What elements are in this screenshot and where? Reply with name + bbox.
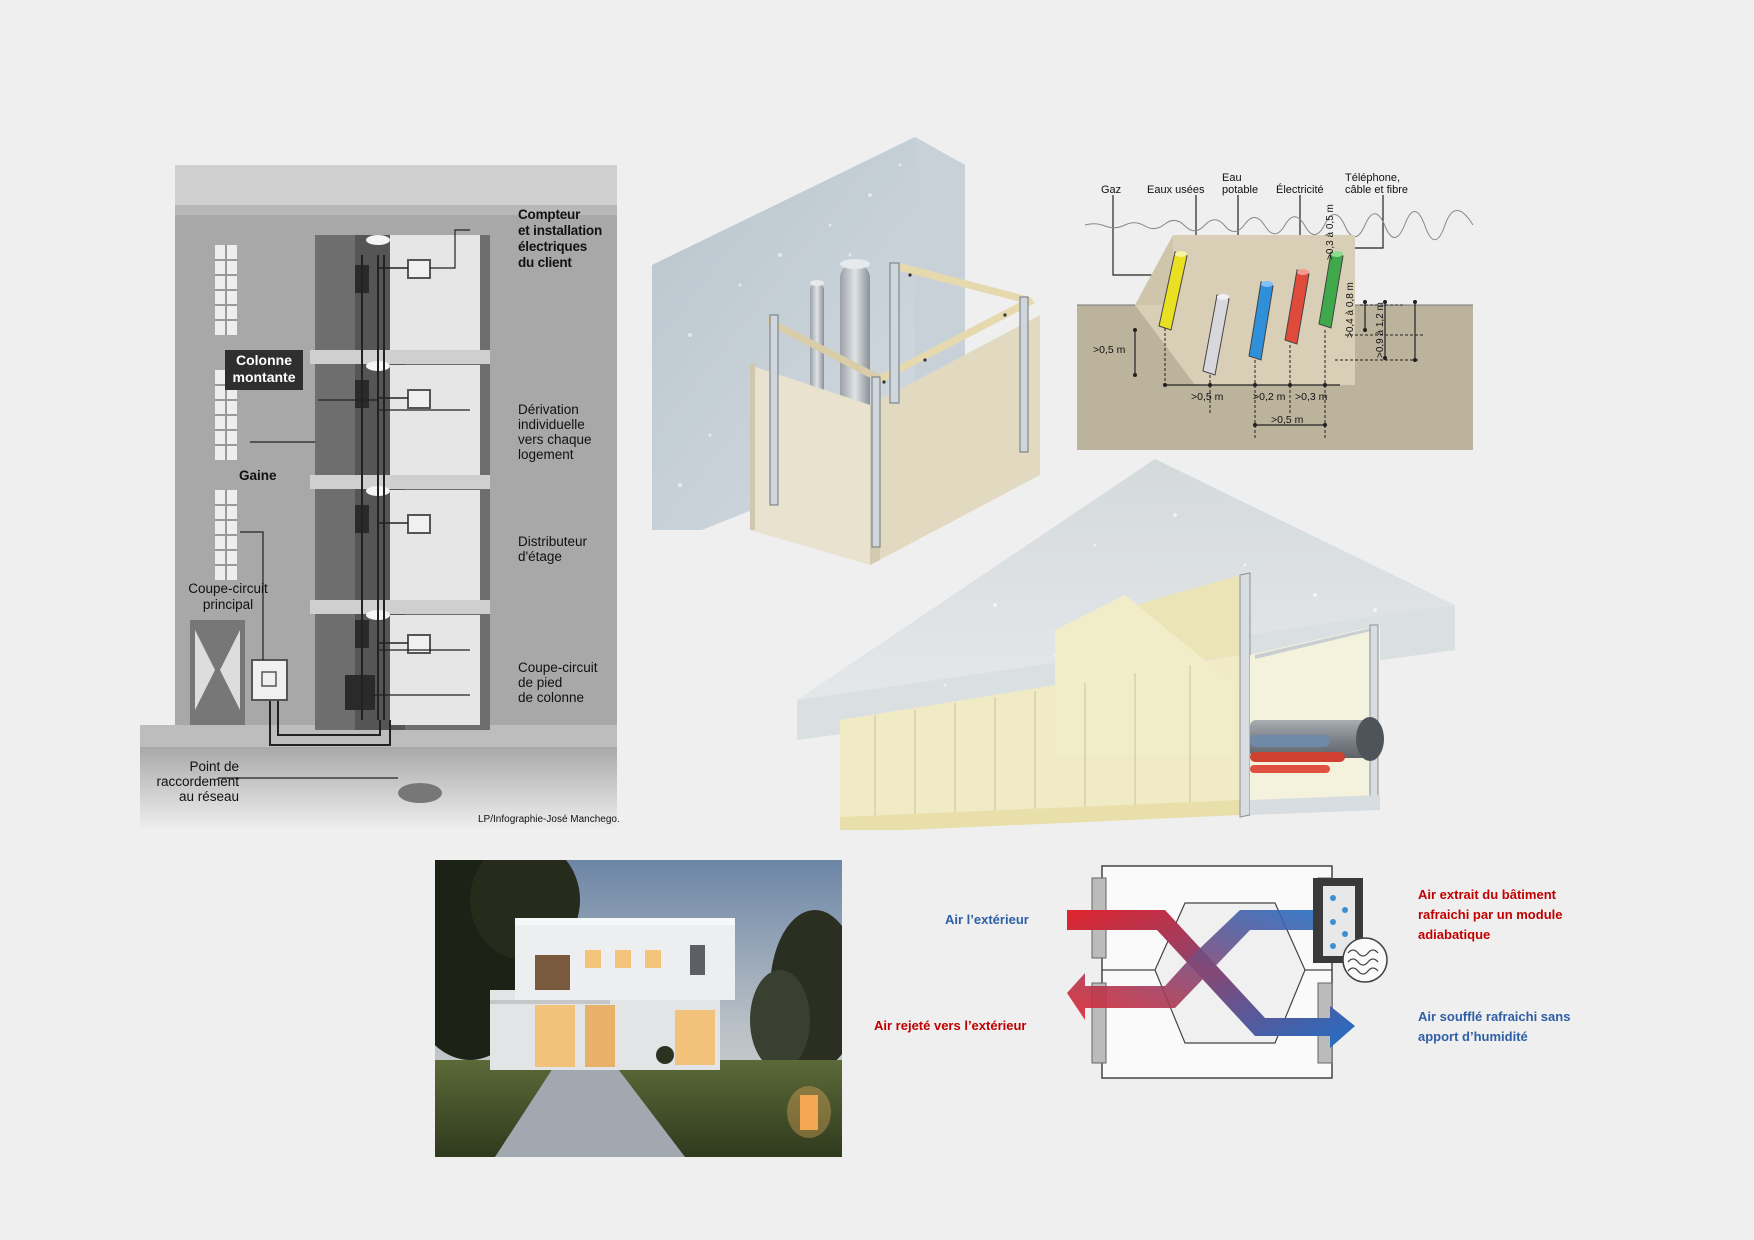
label-distributeur: Distributeur d'étage [518,534,588,564]
trench-header-telephone: Téléphone, câble et fibre [1345,172,1408,196]
label-air-exterieur: Air l’extérieur [945,912,1029,927]
dim-vertical-3: >0,9 à 1,2 m [1375,302,1386,358]
label-air-rejete: Air rejeté vers l’extérieur [874,1018,1027,1033]
trench-header-electricite: Électricité [1276,184,1324,196]
heat-exchanger-diagram [1065,858,1405,1088]
dim-vertical-1: >0,3 à 0,5 m [1325,204,1336,260]
dim-bottom-3: >0,3 m [1295,391,1328,403]
label-compteur: Compteur et installation électriques du … [518,207,603,270]
label-derivation: Dérivation individuelle vers chaque loge… [518,402,592,462]
trench-header-gaz: Gaz [1101,184,1122,196]
dim-bottom-2: >0,2 m [1253,391,1286,403]
building-illustration [140,165,617,830]
building-riser-diagram: Compteur et installation électriques du … [140,160,620,830]
colonne-montante-badge [225,350,303,390]
credit-text: LP/Infographie-José Manchego. [478,814,620,825]
label-coupe-circuit-principal: Coupe-circuit principal [188,581,268,612]
ceiling-soffit-illustration [795,455,1460,833]
label-point-raccordement: Point de raccordement au réseau [156,759,239,804]
trench-header-eaux-usees: Eaux usées [1147,184,1205,196]
label-air-extrait: Air extrait du bâtiment rafraichi par un… [1418,887,1563,942]
dim-bottom-1: >0,5 m [1191,391,1224,403]
trench-cross-section: Gaz Eaux usées Eau potable Électricité T… [1075,170,1475,450]
dim-left: >0,5 m [1093,344,1126,356]
dim-bottom-4: >0,5 m [1271,414,1304,426]
label-colonne-montante: Colonne montante [232,352,296,385]
label-air-souffle: Air soufflé rafraichi sans apport d’humi… [1418,1009,1571,1044]
dim-vertical-2: >0,4 à 0,8 m [1345,282,1356,338]
label-coupe-circuit-pied: Coupe-circuit de pied de colonne [518,660,598,705]
house-photo [435,860,842,1157]
shaft-enclosure-illustration [650,135,1050,565]
label-gaine: Gaine [239,468,277,483]
trench-header-eau-potable: Eau potable [1222,172,1259,196]
